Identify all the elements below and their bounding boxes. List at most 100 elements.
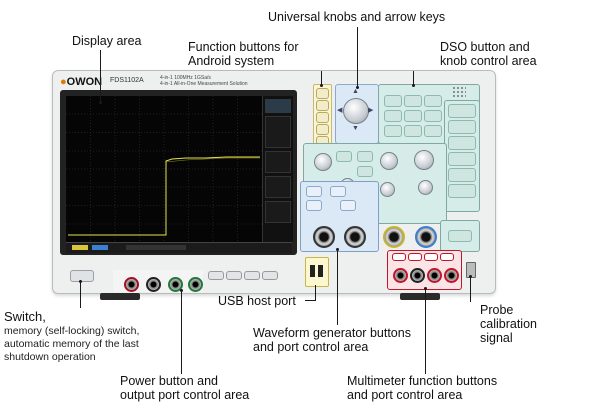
label-probe: Probe calibration signal — [480, 303, 537, 345]
dso-button-5[interactable] — [404, 110, 422, 122]
display-graticule — [66, 96, 262, 242]
dso-button-4[interactable] — [384, 110, 402, 122]
scope-ch2-bnc-port[interactable] — [415, 226, 437, 248]
power-output-black-jack[interactable] — [146, 277, 161, 292]
wavegen-button-1[interactable] — [306, 186, 322, 197]
multimeter-v-jack[interactable] — [393, 268, 408, 283]
ch2-position-knob[interactable] — [380, 182, 395, 197]
brand-logo: ●OWON — [60, 76, 103, 88]
dso-button-3[interactable] — [424, 95, 442, 107]
multimeter-button-2[interactable] — [408, 253, 422, 261]
trigger-level-knob[interactable] — [418, 180, 433, 195]
multimeter-ma-jack[interactable] — [427, 268, 442, 283]
leader-dot-universal — [356, 86, 359, 89]
device-foot-left — [100, 293, 140, 300]
ch1-menu-button[interactable] — [336, 151, 352, 162]
power-switch-button[interactable] — [70, 270, 94, 282]
output-button-1[interactable] — [208, 271, 224, 280]
power-output-red-jack[interactable] — [124, 277, 139, 292]
android-button-4[interactable] — [316, 124, 329, 135]
power-output-green-jack-1[interactable] — [168, 277, 183, 292]
dso-button-6[interactable] — [424, 110, 442, 122]
multimeter-button-1[interactable] — [392, 253, 406, 261]
ch2-scale-knob[interactable] — [380, 152, 398, 170]
leader-line-android — [321, 71, 322, 85]
leader-line-display — [100, 50, 101, 102]
label-function-buttons: Function buttons for Android system — [188, 40, 299, 68]
android-button-1[interactable] — [316, 88, 329, 99]
output-button-2[interactable] — [226, 271, 242, 280]
leader-line-usb — [305, 300, 315, 301]
label-waveform: Waveform generator buttons and port cont… — [253, 326, 411, 354]
screen-side-menu — [262, 96, 293, 242]
leader-dot-waveform — [336, 248, 339, 251]
speaker-grille-icon — [452, 86, 466, 98]
waveform-trace — [68, 156, 260, 236]
leader-line-probe — [470, 276, 471, 302]
dso-button-9[interactable] — [424, 125, 442, 137]
leader-dot-android — [320, 84, 323, 87]
output-button-3[interactable] — [244, 271, 260, 280]
dso-print-button[interactable] — [448, 184, 476, 198]
label-switch-title: Switch, — [4, 309, 46, 324]
dso-button-8[interactable] — [404, 125, 422, 137]
multimeter-com-jack[interactable] — [410, 268, 425, 283]
label-dso: DSO button and knob control area — [440, 40, 537, 68]
arrow-up-icon[interactable]: ▲ — [352, 88, 359, 95]
leader-line-waveform — [337, 248, 338, 325]
device-foot-right — [400, 293, 440, 300]
android-button-3[interactable] — [316, 112, 329, 123]
wavegen-button-2[interactable] — [330, 186, 346, 197]
multimeter-button-4[interactable] — [440, 253, 454, 261]
leader-dot-power — [180, 289, 183, 292]
dso-default-button[interactable] — [448, 152, 476, 166]
dso-auto-button[interactable] — [448, 120, 476, 134]
usb-host-port[interactable] — [305, 257, 329, 287]
power-output-green-jack-2[interactable] — [188, 277, 203, 292]
label-universal-knobs: Universal knobs and arrow keys — [268, 10, 446, 24]
arrow-right-icon[interactable]: ▶ — [368, 107, 374, 114]
arrow-down-icon[interactable]: ▼ — [352, 125, 359, 132]
screen-status-bar — [66, 242, 292, 253]
wavegen-ch1-bnc-port[interactable] — [313, 226, 335, 248]
leader-line-universal — [357, 27, 358, 87]
output-button-4[interactable] — [262, 271, 278, 280]
model-name: FDS1102A — [110, 77, 144, 84]
label-display-area: Display area — [72, 34, 142, 48]
dso-run-stop-button[interactable] — [448, 104, 476, 118]
android-button-2[interactable] — [316, 100, 329, 111]
leader-dot-multimeter — [424, 287, 427, 290]
dso-button-7[interactable] — [384, 125, 402, 137]
label-power: Power button and output port control are… — [120, 374, 250, 402]
multimeter-10a-jack[interactable] — [444, 268, 459, 283]
leader-line-power — [181, 290, 182, 374]
label-usb-host: USB host port — [218, 294, 296, 308]
ch1-scale-knob[interactable] — [314, 153, 332, 171]
multimeter-button-3[interactable] — [424, 253, 438, 261]
universal-knob[interactable] — [343, 98, 369, 124]
dso-button-1[interactable] — [384, 95, 402, 107]
spec-strip: 4-in-1 100MHz 1GSa/s 4-in-1 All-in-One M… — [160, 75, 248, 87]
leader-line-multimeter — [425, 288, 426, 374]
leader-line-usb-v — [315, 285, 316, 301]
leader-line-dso — [413, 71, 414, 85]
ch2-menu-button[interactable] — [357, 166, 373, 177]
horizontal-scale-knob[interactable] — [414, 150, 434, 170]
probe-cal-button[interactable] — [448, 230, 472, 242]
math-menu-button[interactable] — [357, 151, 373, 162]
arrow-left-icon[interactable]: ◀ — [337, 107, 343, 114]
leader-dot-switch — [79, 280, 82, 283]
dso-button-2[interactable] — [404, 95, 422, 107]
dso-save-button[interactable] — [448, 168, 476, 182]
wavegen-ch2-bnc-port[interactable] — [344, 226, 366, 248]
dso-single-button[interactable] — [448, 136, 476, 150]
leader-dot-dso — [412, 84, 415, 87]
leader-dot-display — [99, 101, 102, 104]
label-switch-desc: memory (self-locking) switch, automatic … — [4, 325, 140, 363]
label-multimeter: Multimeter function buttons and port con… — [347, 374, 498, 402]
wavegen-button-4[interactable] — [340, 200, 356, 211]
leader-line-switch — [80, 280, 81, 308]
leader-dot-probe — [469, 275, 472, 278]
wavegen-button-3[interactable] — [306, 200, 322, 211]
scope-ch1-bnc-port[interactable] — [383, 226, 405, 248]
